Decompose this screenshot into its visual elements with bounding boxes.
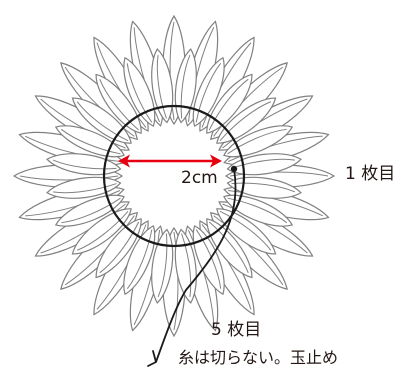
inner-petal <box>71 97 132 144</box>
thread-end-arrow <box>147 350 157 367</box>
inner-petal <box>174 48 197 124</box>
dimension-label: 2cm <box>181 168 218 188</box>
inner-petal <box>95 218 142 279</box>
inner-petal <box>46 176 122 199</box>
inner-petal <box>123 56 156 127</box>
inner-petal <box>151 48 174 124</box>
inner-petal <box>151 228 174 304</box>
fifth-petal-label: 5 枚目 <box>211 320 262 340</box>
center-circle <box>102 104 246 248</box>
dimension-arrow <box>118 154 222 168</box>
inner-petal <box>71 208 132 255</box>
inner-petal <box>223 125 294 158</box>
inner-petal <box>54 194 125 227</box>
inner-petal <box>123 225 156 296</box>
instruction-note: 糸は切らない。玉止め <box>178 348 339 367</box>
thread-path <box>155 168 237 363</box>
inner-petal <box>95 73 142 134</box>
inner-petal <box>206 218 253 279</box>
inner-petal <box>216 97 277 144</box>
inner-petal <box>46 153 122 176</box>
outer-petal-layer <box>12 14 336 338</box>
dimension-arrow-head-left <box>118 154 130 168</box>
inner-petal <box>226 176 302 199</box>
inner-petal <box>206 73 253 134</box>
first-petal-label: 1 枚目 <box>345 164 396 184</box>
thread-line <box>147 165 238 367</box>
dimension-arrow-head-right <box>210 154 222 168</box>
inner-petal <box>226 153 302 176</box>
inner-petal <box>54 125 125 158</box>
inner-petal <box>223 194 294 227</box>
inner-petal <box>192 56 225 127</box>
